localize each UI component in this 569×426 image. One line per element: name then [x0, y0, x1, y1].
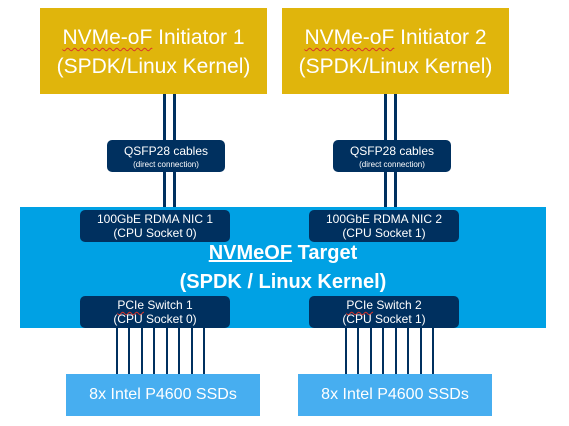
pcie-switch-1-socket: (CPU Socket 0): [113, 312, 197, 326]
cable-label-2: QSFP28 cables (direct connection): [333, 140, 451, 172]
initiator-2-box: NVMe-oF Initiator 2 (SPDK/Linux Kernel): [282, 8, 509, 94]
cable-label-2-sub: (direct connection): [359, 160, 425, 169]
initiator-2-subtitle: (SPDK/Linux Kernel): [298, 55, 493, 78]
pcie-switch-2-socket: (CPU Socket 1): [342, 312, 426, 326]
pcie-switch-2: PCIe Switch 2 (CPU Socket 1): [309, 296, 459, 328]
nic-2-socket: (CPU Socket 1): [342, 226, 426, 240]
pcie-lane: [345, 328, 347, 374]
pcie-lane: [407, 328, 409, 374]
nic-1-socket: (CPU Socket 0): [113, 226, 197, 240]
pcie-switch-1: PCIe Switch 1 (CPU Socket 0): [80, 296, 230, 328]
pcie-lane: [166, 328, 168, 374]
target-title: NVMeOF Target (SPDK / Linux Kernel): [20, 239, 546, 299]
pcie-lane: [357, 328, 359, 374]
initiator-2-name: NVMe-oF: [304, 26, 395, 49]
ssd-group-1: 8x Intel P4600 SSDs: [66, 374, 260, 416]
initiator-2-suffix: Initiator 2: [394, 26, 487, 49]
pcie-lane: [203, 328, 205, 374]
ssd-group-2-label: 8x Intel P4600 SSDs: [321, 386, 469, 403]
pcie-lane: [370, 328, 372, 374]
initiator-1-suffix: Initiator 1: [152, 26, 245, 49]
pcie-lane: [128, 328, 130, 374]
cable-label-1: QSFP28 cables (direct connection): [107, 140, 225, 172]
pcie-switch-1-label: PCIe Switch 1: [80, 298, 230, 312]
pcie-switch-1-rest: Switch 1: [144, 298, 193, 312]
ssd-group-2: 8x Intel P4600 SSDs: [298, 374, 492, 416]
cable-label-1-title: QSFP28 cables: [123, 144, 209, 158]
nic-2-label: 100GbE RDMA NIC 2: [325, 212, 443, 226]
nic-1: 100GbE RDMA NIC 1 (CPU Socket 0): [80, 210, 230, 242]
initiator-1-title: NVMe-oF Initiator 1: [40, 23, 267, 52]
pcie-switch-2-pcie: PCIe: [346, 298, 373, 312]
pcie-switch-1-pcie: PCIe: [117, 298, 144, 312]
target-title-suffix: Target: [292, 242, 358, 264]
target-title-name: NVMeOF: [208, 242, 293, 264]
pcie-switch-2-label: PCIe Switch 2: [309, 298, 459, 312]
pcie-lane: [432, 328, 434, 374]
target-title-line1: NVMeOF Target: [20, 239, 546, 268]
initiator-1-subtitle: (SPDK/Linux Kernel): [56, 55, 251, 78]
pcie-lane: [395, 328, 397, 374]
initiator-1-box: NVMe-oF Initiator 1 (SPDK/Linux Kernel): [40, 8, 267, 94]
ssd-group-1-label: 8x Intel P4600 SSDs: [89, 386, 237, 403]
initiator-1-name: NVMe-oF: [62, 26, 153, 49]
target-title-line2: (SPDK / Linux Kernel): [179, 271, 387, 293]
pcie-lane: [178, 328, 180, 374]
cable-label-1-sub: (direct connection): [133, 160, 199, 169]
pcie-lane: [153, 328, 155, 374]
pcie-switch-2-rest: Switch 2: [373, 298, 422, 312]
pcie-lane: [191, 328, 193, 374]
nic-1-label: 100GbE RDMA NIC 1: [96, 212, 214, 226]
pcie-lane: [141, 328, 143, 374]
initiator-2-title: NVMe-oF Initiator 2: [282, 23, 509, 52]
pcie-lane: [382, 328, 384, 374]
pcie-lane: [420, 328, 422, 374]
pcie-lane: [116, 328, 118, 374]
cable-label-2-title: QSFP28 cables: [349, 144, 435, 158]
nic-2: 100GbE RDMA NIC 2 (CPU Socket 1): [309, 210, 459, 242]
